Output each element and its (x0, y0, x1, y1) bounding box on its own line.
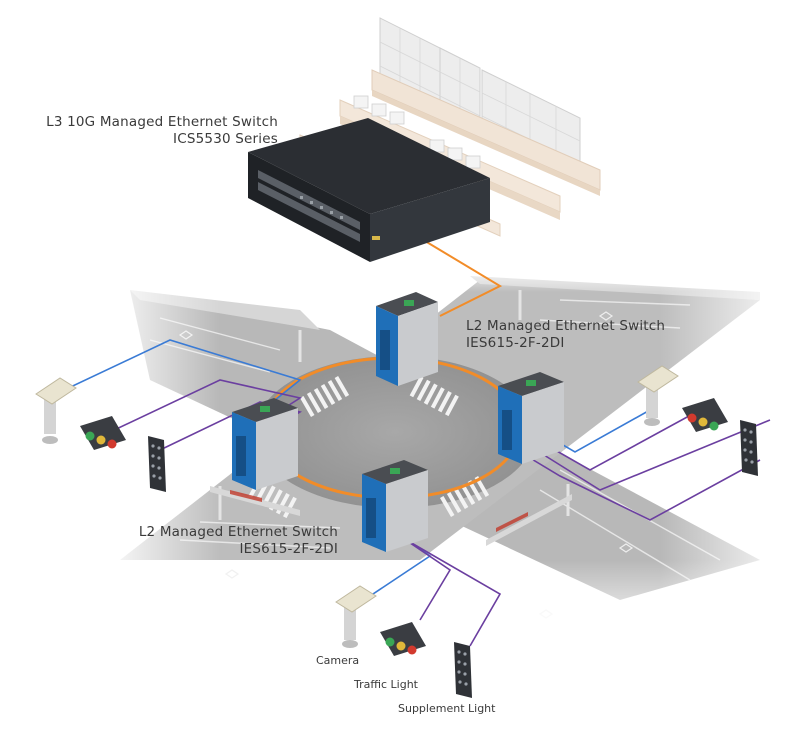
core-switch-model: ICS5530 Series (173, 131, 278, 147)
core-switch-label: L3 10G Managed Ethernet Switch ICS5530 S… (46, 114, 278, 148)
traffic-light-icon (80, 416, 126, 450)
edge-switch-right (498, 372, 564, 464)
camera-label: Camera (316, 654, 360, 667)
supplement-light-icon (454, 642, 472, 698)
gantry-left (210, 486, 300, 516)
traffic-light-label: Traffic Light (354, 678, 418, 691)
edge-switch-right-label: L2 Managed Ethernet Switch IES615-2F-2DI (466, 318, 665, 352)
edge-switch-right-model: IES615-2F-2DI (466, 335, 565, 351)
edge-switch-left (232, 398, 298, 490)
core-switch-name: L3 10G Managed Ethernet Switch (46, 114, 278, 130)
edge-switch-left-label: L2 Managed Ethernet Switch IES615-2F-2DI (139, 524, 338, 558)
camera-icon (335, 585, 377, 648)
supplement-light-icon (148, 436, 166, 492)
edge-switch-right-name: L2 Managed Ethernet Switch (466, 318, 666, 334)
switch-icon (248, 118, 490, 262)
supplement-light-label: Supplement Light (398, 702, 496, 715)
camera-icon (637, 365, 679, 426)
supplement-light-icon (740, 420, 758, 476)
camera-icon (35, 377, 77, 444)
edge-switch-top (376, 292, 438, 386)
edge-switch-left-name: L2 Managed Ethernet Switch (138, 524, 338, 540)
intersection (255, 356, 535, 508)
edge-switch-bottom (362, 460, 428, 552)
edge-switch-left-model: IES615-2F-2DI (239, 541, 338, 557)
gantry-right (486, 494, 572, 546)
traffic-light-icon (682, 398, 728, 432)
uplink-cable (419, 237, 503, 317)
traffic-light-icon (380, 622, 426, 656)
